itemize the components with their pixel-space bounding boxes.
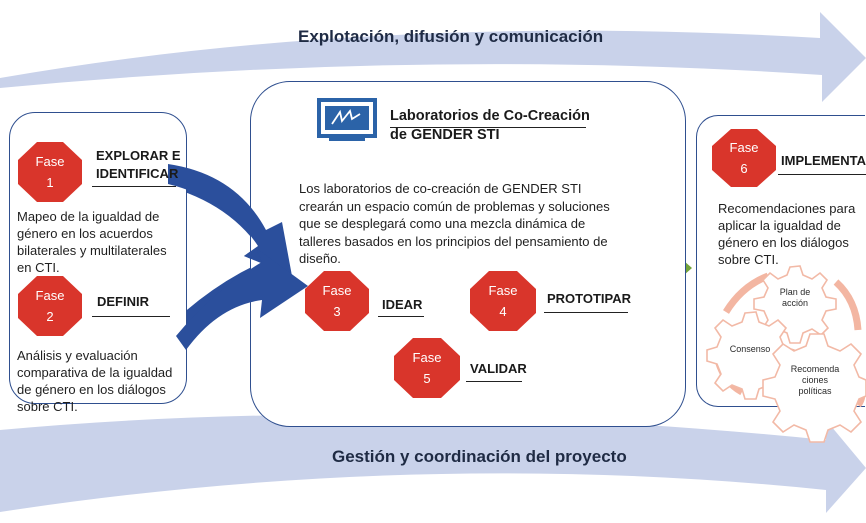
- phase-4-underline: [544, 312, 628, 313]
- bottom-banner-label: Gestión y coordinación del proyecto: [332, 447, 627, 466]
- cycle-consenso-label: Consenso: [729, 344, 771, 354]
- phase-2-badge: Fase 2: [17, 275, 83, 337]
- phase-6-underline: [778, 174, 866, 175]
- phase-2-underline: [92, 316, 170, 317]
- phase-6-badge-text: Fase 6: [729, 140, 759, 176]
- lab-title-line2: de GENDER STI: [390, 127, 500, 143]
- lab-title: Laboratorios de Co-Creación de GENDER ST…: [390, 107, 590, 145]
- phase-3-badge-text: Fase 3: [322, 283, 352, 319]
- lab-description: Los laboratorios de co-creación de GENDE…: [299, 181, 610, 266]
- phase-1-description: Mapeo de la igualdad de género en los ac…: [17, 209, 167, 275]
- phase-2-description: Análisis y evaluación comparativa de la …: [17, 348, 173, 414]
- phase-5-badge: Fase 5: [393, 337, 461, 399]
- phase-4-badge: Fase 4: [469, 270, 537, 332]
- phase-5-badge-text: Fase 5: [412, 350, 442, 386]
- lab-title-underline: [390, 127, 586, 128]
- phase-6-description: Recomendaciones para aplicar la igualdad…: [718, 201, 856, 267]
- phase-5-underline: [466, 381, 522, 382]
- phase-6-badge: Fase 6: [711, 128, 777, 188]
- phase-4-badge-text: Fase 4: [488, 283, 518, 319]
- bottom-banner-arrow: [0, 414, 866, 513]
- phase-1-badge-text: Fase 1: [35, 154, 65, 190]
- co-creation-lab-panel: [250, 81, 686, 427]
- phase-1-label: EXPLORAR E IDENTIFICAR: [96, 148, 181, 181]
- cycle-plan-label: Plan de acción: [779, 287, 811, 308]
- top-banner-label: Explotación, difusión y comunicación: [298, 27, 604, 46]
- phase-2-badge-text: Fase 2: [35, 288, 65, 324]
- phase-6-label: IMPLEMENTAR: [781, 153, 866, 168]
- phase-5-label: VALIDAR: [470, 361, 527, 376]
- phase-1-badge: Fase 1: [17, 141, 83, 203]
- top-banner-arrow: [0, 12, 866, 102]
- phase-3-underline: [378, 316, 424, 317]
- whiteboard-icon: [316, 97, 378, 141]
- phase-4-label: PROTOTIPAR: [547, 291, 632, 306]
- phase-3-badge: Fase 3: [304, 270, 370, 332]
- phase-2-label: DEFINIR: [97, 294, 149, 309]
- phase-3-label: IDEAR: [382, 297, 423, 312]
- phase-1-underline: [92, 186, 176, 187]
- cycle-recomendaciones-label: Recomenda ciones políticas: [790, 364, 840, 396]
- lab-title-line1: Laboratorios de Co-Creación: [390, 108, 590, 124]
